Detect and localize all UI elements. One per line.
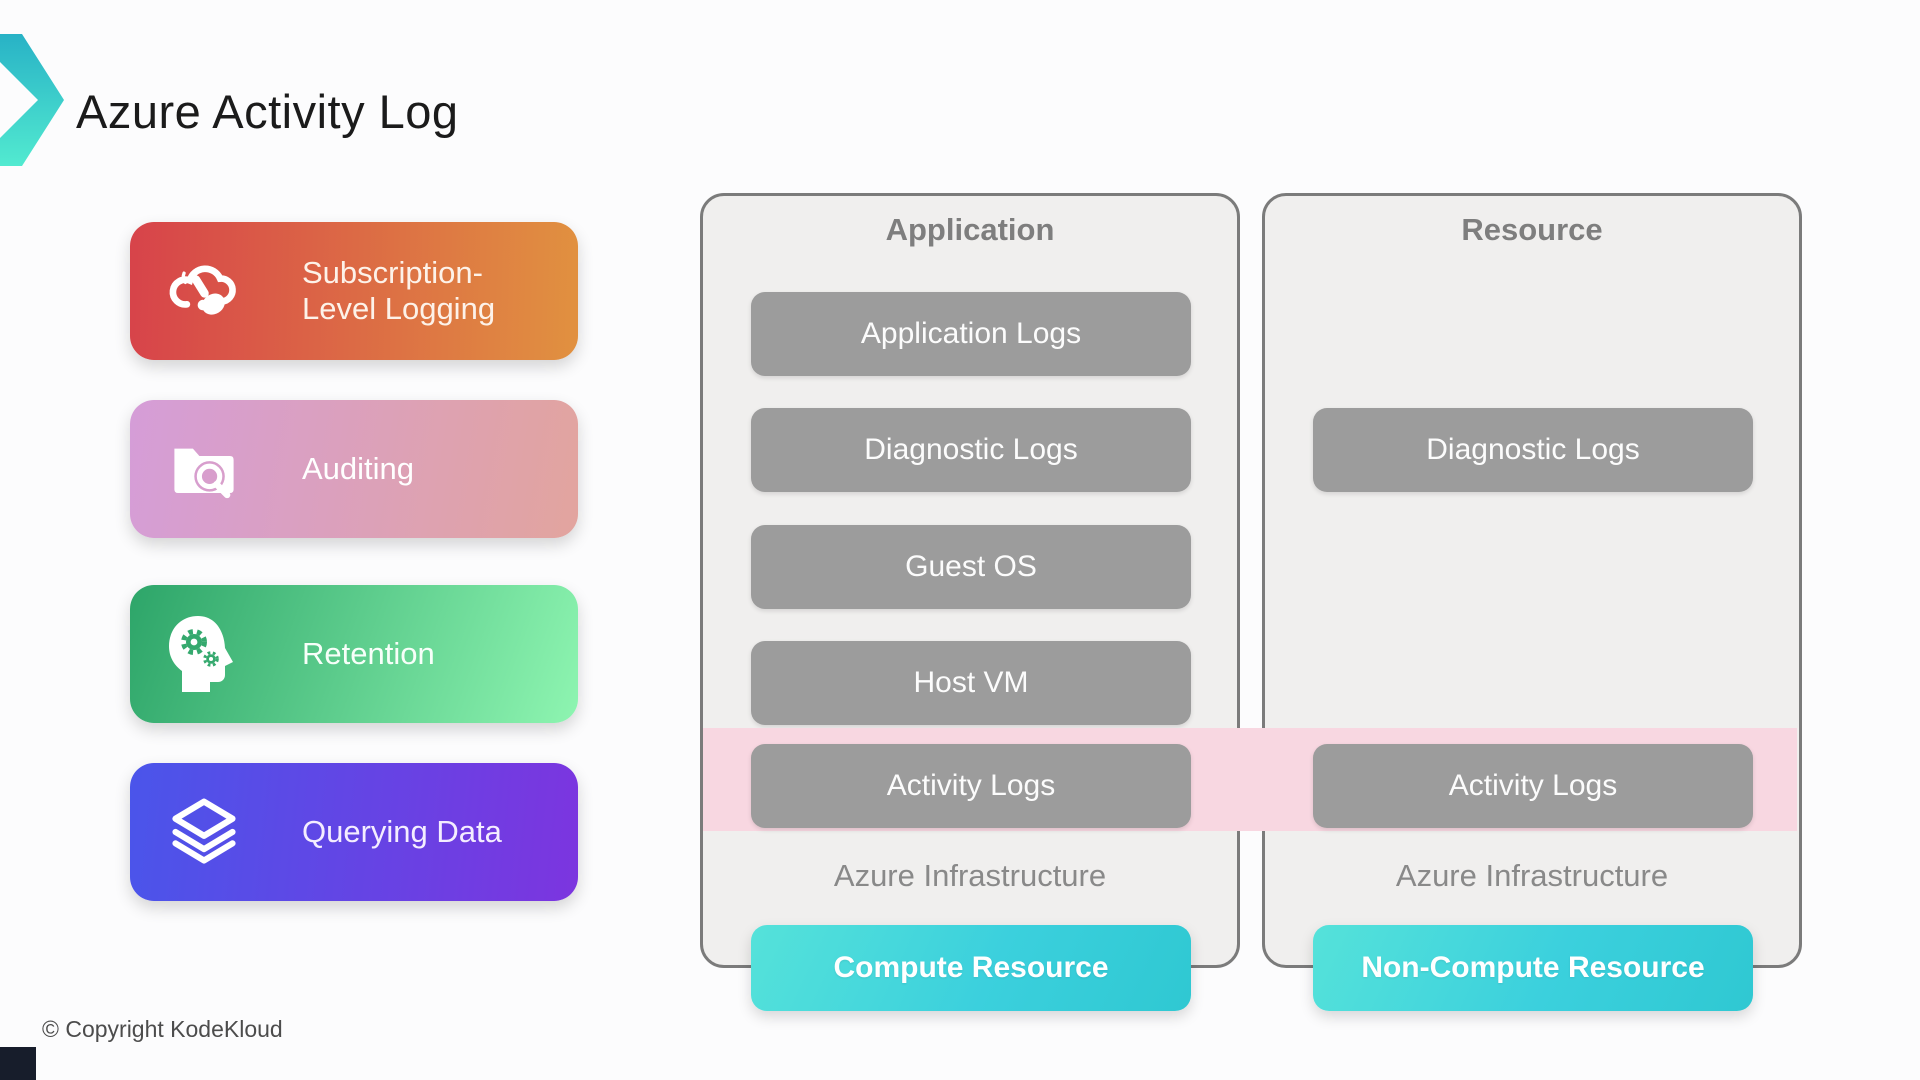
sidebar-item-label: Subscription-Level Logging bbox=[302, 255, 496, 326]
box-host-vm: Host VM bbox=[751, 641, 1191, 725]
box-activity-logs: Activity Logs bbox=[751, 744, 1191, 828]
sidebar-item-label: Retention bbox=[302, 636, 435, 671]
page-title: Azure Activity Log bbox=[76, 85, 459, 138]
panel-title: Resource bbox=[1461, 212, 1603, 247]
head-gears-icon bbox=[164, 585, 244, 723]
box-application-logs: Application Logs bbox=[751, 292, 1191, 376]
sidebar-item-retention: Retention bbox=[130, 585, 578, 723]
box-guest-os: Guest OS bbox=[751, 525, 1191, 609]
copyright-text: © Copyright KodeKloud bbox=[42, 1016, 283, 1042]
box-diagnostic-logs: Diagnostic Logs bbox=[1313, 408, 1753, 492]
panel-title: Application bbox=[885, 212, 1055, 247]
sidebar-item-label: Auditing bbox=[302, 451, 415, 486]
compute-resource-button: Compute Resource bbox=[751, 925, 1191, 1011]
sidebar-item-subscription-level-logging: Subscription-Level Logging bbox=[130, 222, 578, 360]
box-activity-logs: Activity Logs bbox=[1313, 744, 1753, 828]
corner-mark bbox=[0, 1047, 36, 1080]
azure-infrastructure-label: Azure Infrastructure bbox=[833, 858, 1107, 893]
panel-application: Application Application Logs Diagnostic … bbox=[700, 193, 1240, 1011]
chevron-logo-icon bbox=[0, 34, 64, 166]
box-diagnostic-logs: Diagnostic Logs bbox=[751, 408, 1191, 492]
cloud-click-icon bbox=[164, 222, 244, 360]
sidebar-item-label: Querying Data bbox=[302, 814, 502, 849]
azure-infrastructure-label: Azure Infrastructure bbox=[1395, 858, 1669, 893]
folder-search-icon bbox=[164, 400, 244, 538]
sidebar-item-querying-data: Querying Data bbox=[130, 763, 578, 901]
panel-resource: Resource Diagnostic Logs Activity Logs A… bbox=[1262, 193, 1802, 1011]
non-compute-resource-button: Non-Compute Resource bbox=[1313, 925, 1753, 1011]
layers-icon bbox=[164, 763, 244, 901]
sidebar-item-auditing: Auditing bbox=[130, 400, 578, 538]
